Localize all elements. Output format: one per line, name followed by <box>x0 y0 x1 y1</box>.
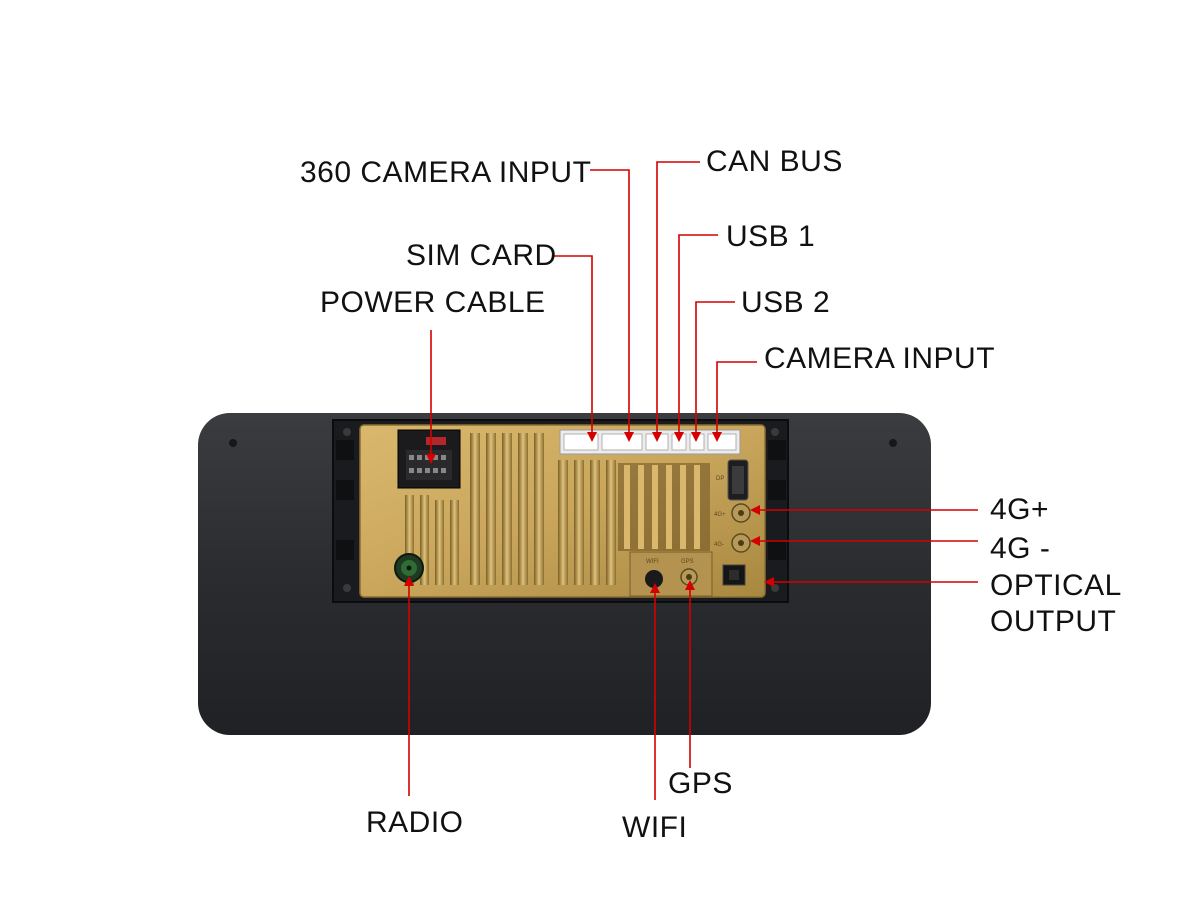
label-wifi: WIFI <box>622 811 688 844</box>
mounting-tab <box>768 440 786 460</box>
leader-arrowheads <box>404 432 774 593</box>
4g-minus-jack-label: 4G- <box>714 542 724 548</box>
plate-screw <box>343 584 351 592</box>
label-radio: RADIO <box>366 806 464 839</box>
leader-360-camera <box>590 169 630 440</box>
label-360-camera-input: 360 CAMERA INPUT <box>300 156 592 189</box>
leader-can-bus <box>656 161 700 440</box>
leader-usb1 <box>678 234 718 440</box>
label-output: OUTPUT <box>990 605 1117 638</box>
leader-sim-card <box>552 255 593 440</box>
dp-port-label: DP <box>716 476 724 482</box>
heatsink-fins <box>405 433 710 585</box>
mounting-tab <box>336 440 354 460</box>
housing-screw <box>889 439 897 447</box>
label-can-bus: CAN BUS <box>706 145 843 178</box>
4g-plus-jack-label: 4G+ <box>714 512 726 518</box>
housing-screw <box>229 439 237 447</box>
label-camera-input: CAMERA INPUT <box>764 342 996 375</box>
mounting-tab <box>336 480 354 500</box>
gps-jack-label: GPS <box>681 559 694 565</box>
optical-output-port <box>722 564 746 586</box>
mounting-tab <box>768 480 786 500</box>
wifi-jack-label: WIFI <box>646 559 659 565</box>
wifi-gps-block: WIFI GPS <box>629 551 713 597</box>
plate-screw <box>771 428 779 436</box>
label-usb-2: USB 2 <box>741 286 831 319</box>
label-4g-minus: 4G - <box>990 532 1051 565</box>
4g-plus-jack: 4G+ <box>714 503 751 523</box>
label-usb-1: USB 1 <box>726 220 816 253</box>
leader-usb2 <box>695 301 735 440</box>
label-gps: GPS <box>668 767 733 800</box>
label-sim-card: SIM CARD <box>406 239 557 272</box>
mounting-tab <box>768 540 786 560</box>
leader-camera-input <box>716 361 757 440</box>
label-optical: OPTICAL <box>990 569 1122 602</box>
top-connector-strip <box>559 429 741 455</box>
plate-screw <box>343 428 351 436</box>
4g-minus-jack: 4G- <box>714 533 751 553</box>
dp-port: DP <box>716 459 749 501</box>
leader-lines <box>408 161 978 800</box>
radio-antenna-jack <box>394 553 424 583</box>
label-power-cable: POWER CABLE <box>320 286 546 319</box>
wifi-antenna-jack <box>645 570 663 588</box>
label-4g-plus: 4G+ <box>990 493 1050 526</box>
mounting-tab <box>336 540 354 560</box>
